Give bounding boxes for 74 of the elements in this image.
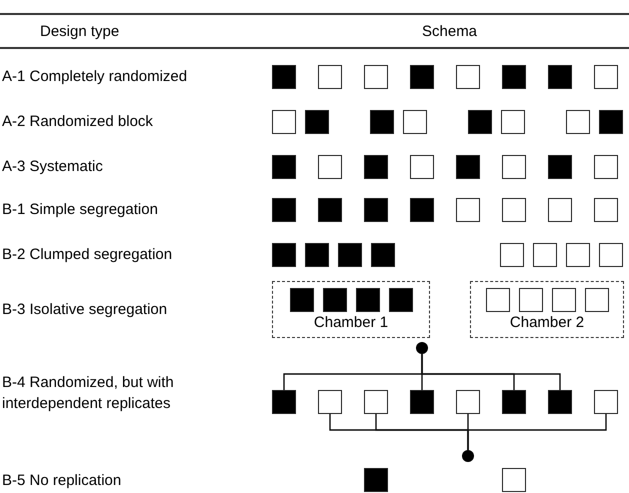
open-square: [364, 390, 388, 414]
open-square: [584, 288, 608, 312]
chamber-label: Chamber 2: [510, 314, 584, 332]
filled-square: [468, 110, 492, 134]
filled-square: [370, 110, 394, 134]
open-square: [456, 65, 480, 89]
column-header: Design type: [40, 23, 120, 41]
filled-square: [371, 243, 395, 267]
filled-square: [290, 288, 314, 312]
open-square: [594, 155, 618, 179]
open-square: [594, 65, 618, 89]
column-header: Schema: [422, 23, 478, 41]
chamber-box: [272, 281, 430, 338]
design-type-label: B-4 Randomized, but with interdependent replicates: [2, 373, 175, 414]
open-square: [501, 110, 525, 134]
open-square: [272, 110, 296, 134]
filled-square: [356, 288, 380, 312]
open-square: [518, 288, 542, 312]
design-type-label: B-3 Isolative segregation: [2, 300, 168, 320]
open-square: [486, 288, 510, 312]
filled-square: [410, 198, 434, 222]
open-square: [403, 110, 427, 134]
filled-square: [272, 243, 296, 267]
filled-square: [364, 468, 388, 492]
filled-square: [456, 155, 480, 179]
open-square: [502, 468, 526, 492]
open-square: [566, 243, 590, 267]
design-type-label: A-2 Randomized block: [2, 112, 153, 132]
open-square: [502, 155, 526, 179]
design-type-label: B-1 Simple segregation: [2, 200, 158, 220]
open-square: [533, 243, 557, 267]
open-square: [410, 155, 434, 179]
open-square: [548, 198, 572, 222]
chamber-box: [470, 281, 624, 338]
filled-square: [502, 65, 526, 89]
filled-square: [599, 110, 623, 134]
filled-square: [548, 65, 572, 89]
filled-square: [272, 198, 296, 222]
filled-square: [322, 288, 346, 312]
filled-square: [548, 155, 572, 179]
open-square: [456, 198, 480, 222]
open-square: [502, 198, 526, 222]
filled-square: [318, 198, 342, 222]
filled-square: [548, 390, 572, 414]
open-square: [552, 288, 576, 312]
filled-square: [502, 390, 526, 414]
design-type-label: B-2 Clumped segregation: [2, 245, 172, 265]
filled-square: [410, 65, 434, 89]
design-type-label: A-1 Completely randomized: [2, 67, 188, 87]
open-square: [599, 243, 623, 267]
filled-square: [338, 243, 362, 267]
open-square: [364, 65, 388, 89]
chamber-label: Chamber 1: [314, 314, 388, 332]
open-square: [500, 243, 524, 267]
open-square: [456, 390, 480, 414]
open-square: [594, 390, 618, 414]
filled-square: [305, 110, 329, 134]
filled-square: [272, 65, 296, 89]
open-square: [594, 198, 618, 222]
open-square: [318, 155, 342, 179]
design-type-label: A-3 Systematic: [2, 157, 103, 177]
filled-square: [272, 390, 296, 414]
open-square: [318, 390, 342, 414]
filled-square: [410, 390, 434, 414]
filled-square: [272, 155, 296, 179]
filled-square: [305, 243, 329, 267]
design-type-label: B-5 No replication: [2, 471, 122, 491]
connector-line: [421, 354, 561, 390]
open-square: [318, 65, 342, 89]
connector-line: [467, 414, 607, 450]
filled-square: [364, 155, 388, 179]
filled-square: [364, 198, 388, 222]
open-square: [566, 110, 590, 134]
filled-square: [388, 288, 412, 312]
